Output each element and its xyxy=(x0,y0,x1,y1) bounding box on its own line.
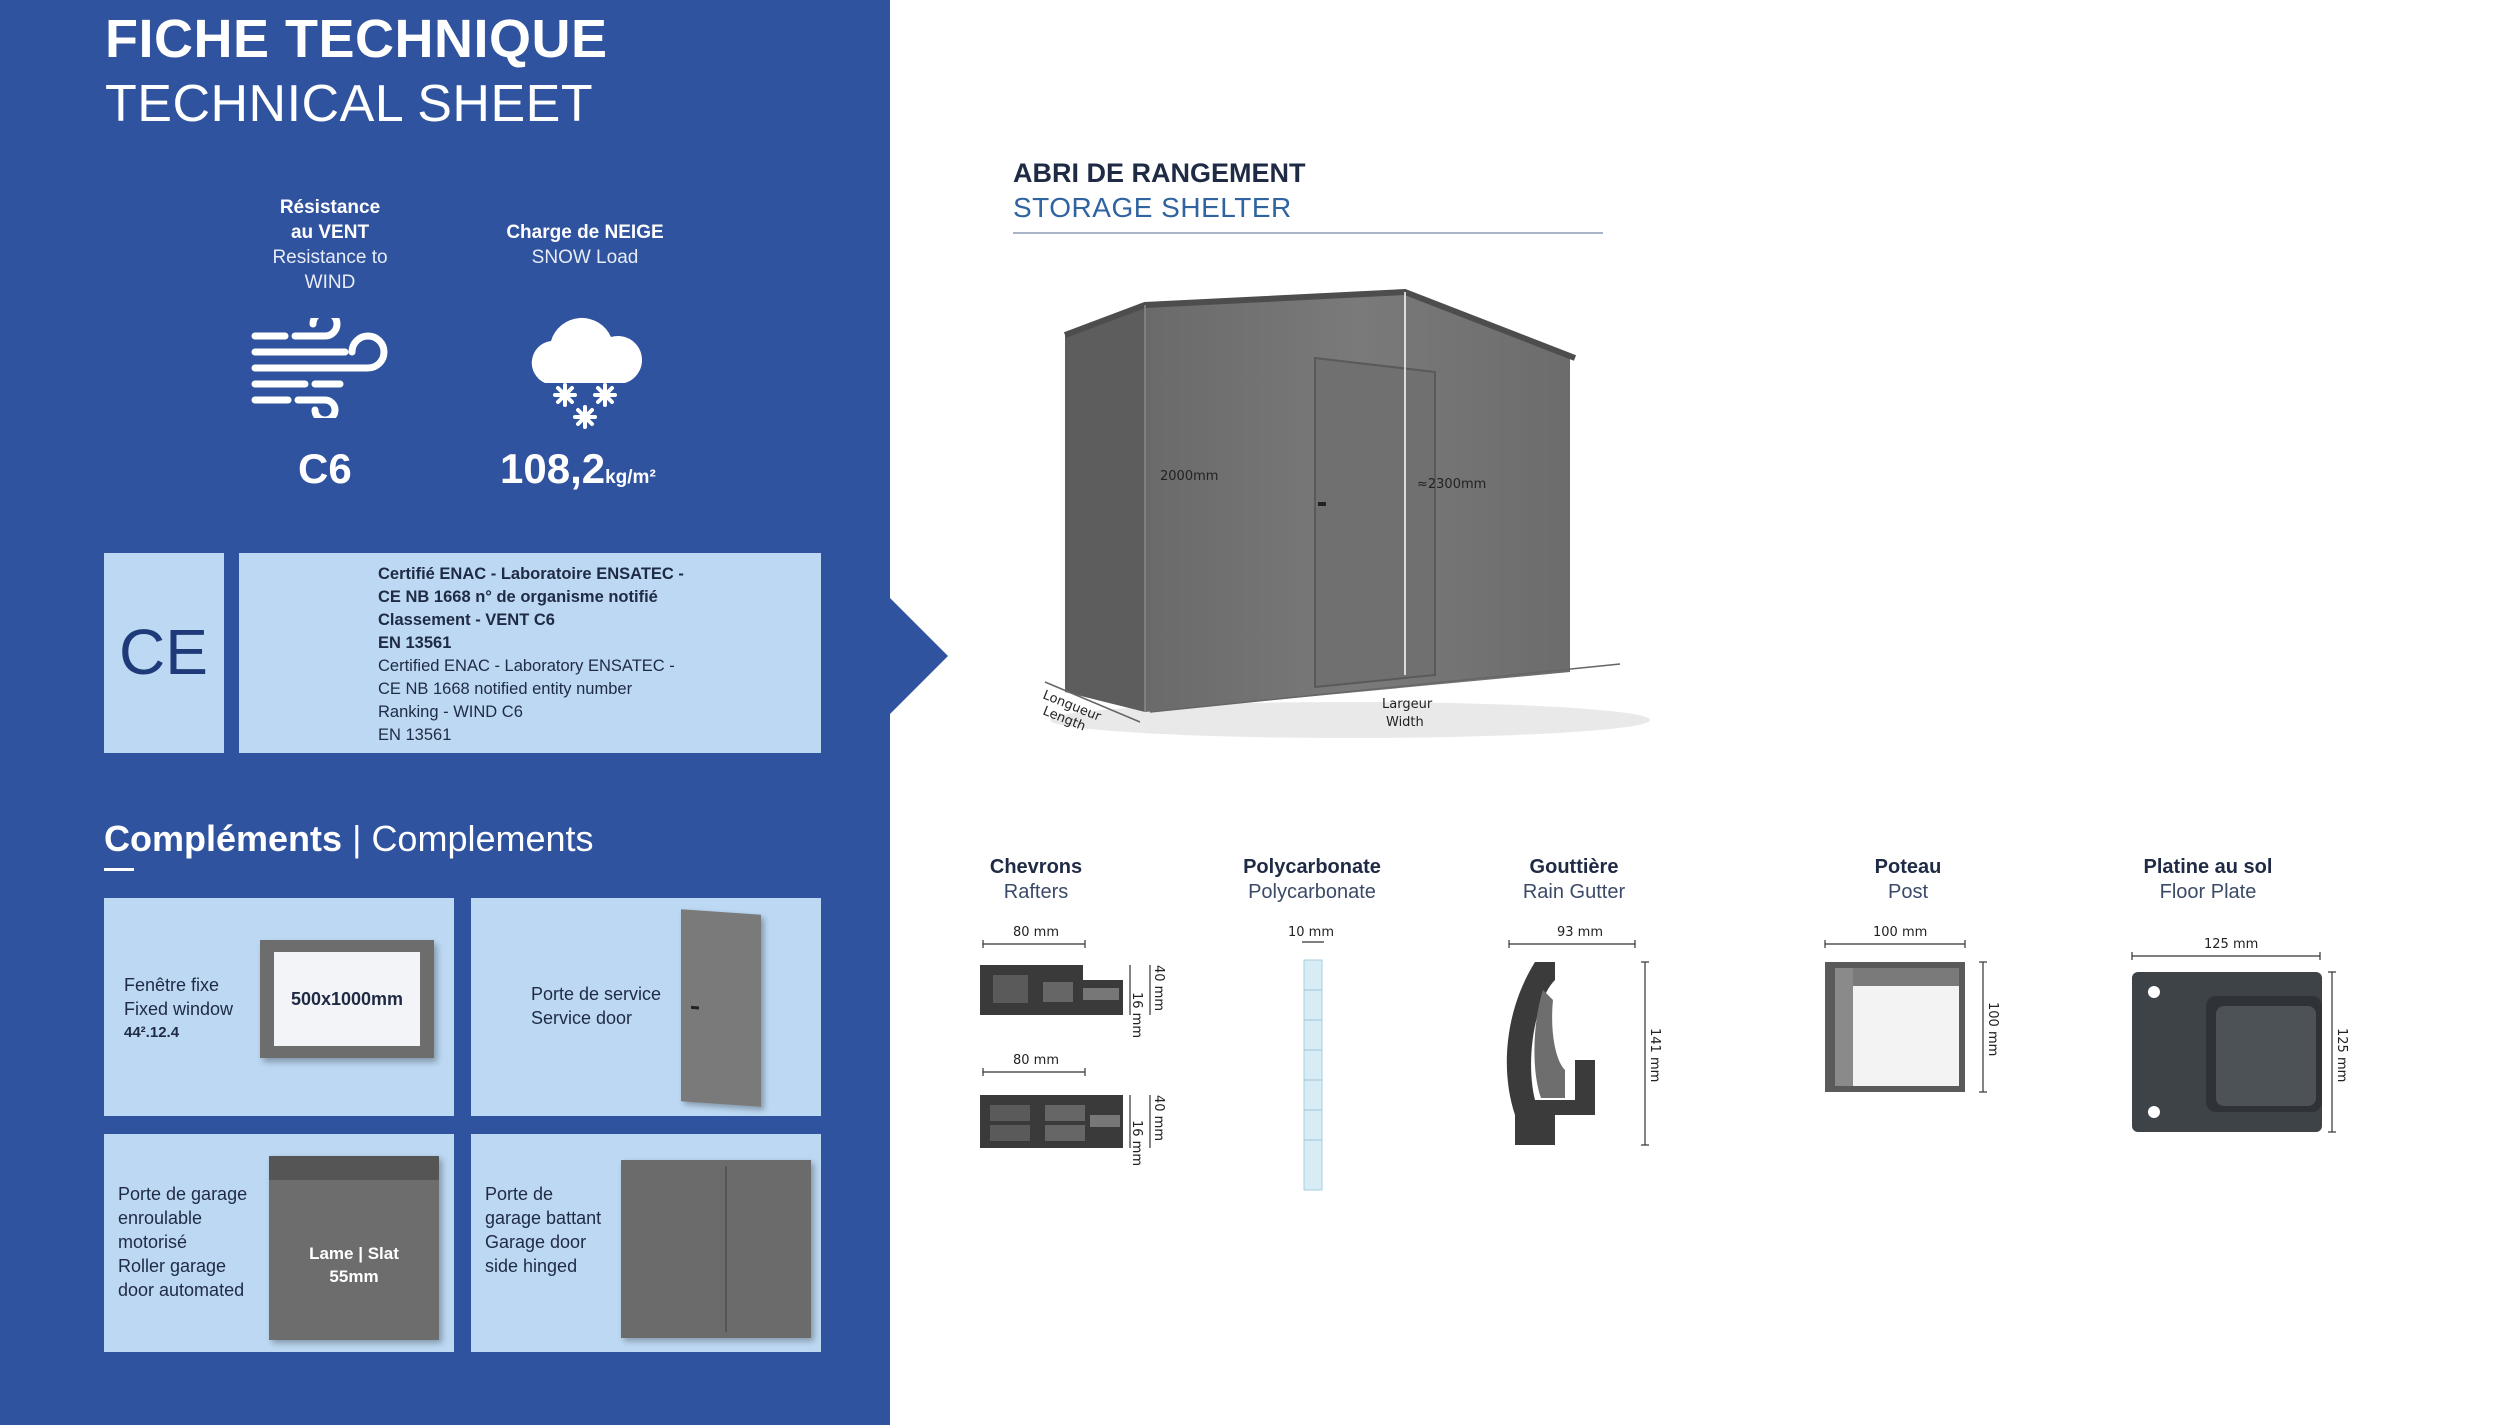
wind-icon xyxy=(251,318,388,418)
snow-load-value: 108,2kg/m² xyxy=(500,445,656,492)
height-low-dim: 2000mm xyxy=(1160,469,1218,484)
svg-text:16 mm: 16 mm xyxy=(1129,992,1144,1038)
svg-text:125 mm: 125 mm xyxy=(2334,1028,2349,1082)
snow-cloud-icon xyxy=(531,317,643,429)
rain-gutter-profile-image: 93 mm 141 mm xyxy=(1506,925,1662,1146)
profile-polycarbonate-label: Polycarbonate Polycarbonate xyxy=(1243,856,1381,903)
panel-pointer-arrow xyxy=(888,596,948,716)
profile-gutter-label: Gouttière Rain Gutter xyxy=(1522,856,1626,903)
svg-text:10 mm: 10 mm xyxy=(1288,925,1334,940)
svg-text:100 mm: 100 mm xyxy=(1985,1002,2000,1056)
svg-text:80 mm: 80 mm xyxy=(1013,1053,1059,1068)
profile-post-label: Poteau Post xyxy=(1874,856,1942,903)
technical-sheet-panel: FICHE TECHNIQUE TECHNICAL SHEET Résistan… xyxy=(0,0,890,1425)
ce-mark-icon: CE xyxy=(119,618,208,688)
complement-hinged-garage-door: Porte de garage battant Garage door side… xyxy=(471,1134,821,1352)
svg-text:80 mm: 80 mm xyxy=(1013,925,1059,940)
heading-underline xyxy=(104,868,134,871)
profile-floor-plate-label: Platine au sol Floor Plate xyxy=(2143,856,2273,903)
svg-text:CE: CE xyxy=(119,618,208,688)
wind-resistance-label: Résistance au VENT Resistance to WIND xyxy=(272,197,388,293)
title-rule xyxy=(1013,232,1603,234)
profile-rafters-label: Chevrons Rafters xyxy=(989,856,1083,903)
roller-door-image: Lame | Slat 55mm xyxy=(269,1156,439,1340)
rafters-profile-image: 80 mm 16 mm 40 mm 80 mm 16 mm 40 mm xyxy=(980,925,1166,1166)
width-dim-en: Width xyxy=(1386,715,1424,730)
roller-housing xyxy=(269,1156,439,1180)
service-door-image xyxy=(681,909,761,1107)
shelter-title: ABRI DE RANGEMENT xyxy=(1013,158,1306,188)
svg-text:40 mm: 40 mm xyxy=(1151,1095,1166,1141)
certification-box: Certifié ENAC - Laboratoire ENSATEC - CE… xyxy=(239,553,821,753)
svg-text:16 mm: 16 mm xyxy=(1129,1120,1144,1166)
snow-load-label: Charge de NEIGE SNOW Load xyxy=(506,222,664,268)
post-profile-image: 100 mm 100 mm xyxy=(1824,925,2000,1093)
complement-roller-garage-door: Porte de garage enroulable motorisé Roll… xyxy=(104,1134,454,1352)
height-high-dim: ≈2300mm xyxy=(1417,477,1486,492)
fixed-window-image: 500x1000mm xyxy=(260,940,434,1058)
complement-service-door: Porte de service Service door xyxy=(471,898,821,1116)
polycarbonate-profile-image: 10 mm xyxy=(1288,925,1334,1191)
svg-text:93 mm: 93 mm xyxy=(1557,925,1603,940)
page-subtitle: TECHNICAL SHEET xyxy=(105,75,594,133)
shelter-subtitle: STORAGE SHELTER xyxy=(1013,192,1292,223)
storage-shelter-image: 2000mm ≈2300mm Largeur Width Longueur Le… xyxy=(1041,288,1650,738)
ce-mark-box: CE xyxy=(104,553,224,753)
page-title: FICHE TECHNIQUE xyxy=(105,9,608,69)
complements-heading: Compléments | Complements xyxy=(104,818,594,859)
complement-fixed-window: Fenêtre fixe Fixed window 44².12.4 500x1… xyxy=(104,898,454,1116)
floor-plate-profile-image: 125 mm 125 mm xyxy=(2131,937,2349,1133)
svg-text:125 mm: 125 mm xyxy=(2204,937,2258,952)
hinged-door-image xyxy=(621,1160,811,1338)
door-handle-icon xyxy=(691,1005,699,1010)
svg-text:141 mm: 141 mm xyxy=(1647,1028,1662,1082)
svg-text:100 mm: 100 mm xyxy=(1873,925,1927,940)
certification-text: Certifié ENAC - Laboratoire ENSATEC - CE… xyxy=(378,565,684,744)
svg-text:40 mm: 40 mm xyxy=(1151,965,1166,1011)
wind-class-value: C6 xyxy=(298,445,352,492)
width-dim-fr: Largeur xyxy=(1382,697,1433,712)
